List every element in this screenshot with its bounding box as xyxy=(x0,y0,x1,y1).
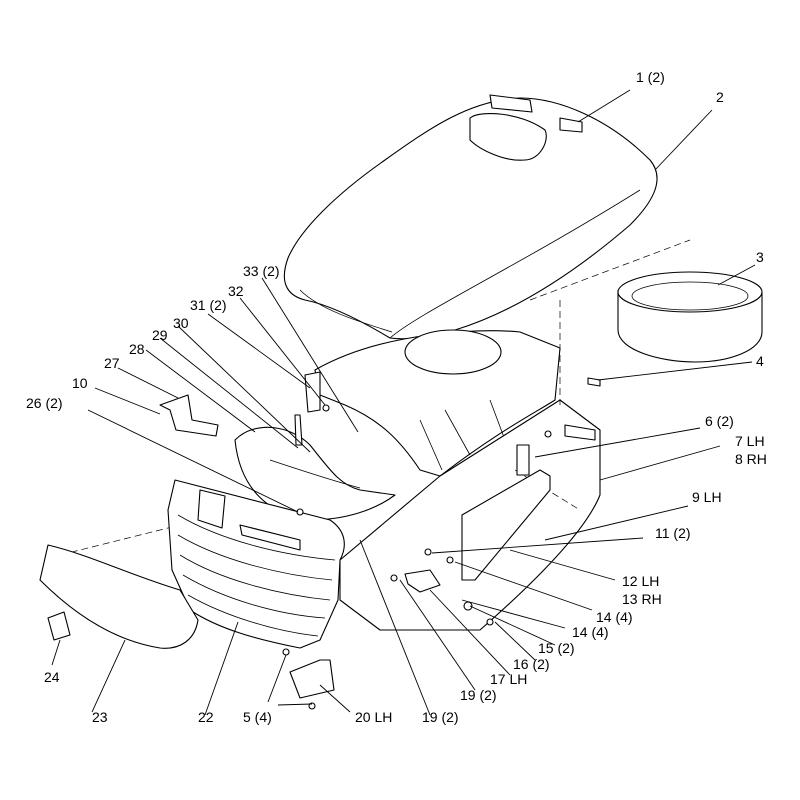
callout-28: 28 xyxy=(129,341,145,357)
bracket-part xyxy=(159,394,219,437)
emblem-part xyxy=(47,611,71,641)
pad-part xyxy=(516,444,530,476)
callout-2: 2 xyxy=(716,89,724,105)
callout-14b: 14 (4) xyxy=(572,624,609,640)
dash-panel xyxy=(314,329,601,631)
callout-24: 24 xyxy=(44,669,60,685)
bolt-15 xyxy=(486,618,494,626)
callout-32: 32 xyxy=(228,283,244,299)
callout-29: 29 xyxy=(152,327,168,343)
callout-22: 22 xyxy=(198,709,214,725)
latch-part xyxy=(294,414,303,446)
callout-31: 31 (2) xyxy=(190,297,227,313)
callout-19a: 19 (2) xyxy=(460,687,497,703)
bolt-5-top xyxy=(282,648,290,656)
callout-19b: 19 (2) xyxy=(422,709,459,725)
hood-part xyxy=(283,94,658,340)
callout-23: 23 xyxy=(92,709,108,725)
callout-1: 1 (2) xyxy=(636,69,665,85)
fastener-6 xyxy=(544,430,552,438)
bolt-19 xyxy=(390,574,398,582)
callout-33: 33 (2) xyxy=(243,263,280,279)
callout-11: 11 (2) xyxy=(655,525,691,541)
callout-15: 15 (2) xyxy=(538,640,575,656)
callout-27: 27 xyxy=(104,355,120,371)
side-panel-part xyxy=(461,469,551,581)
mount-bracket-part xyxy=(289,659,335,699)
bolt-part xyxy=(587,377,601,387)
callout-4: 4 xyxy=(756,353,764,369)
callout-12: 12 LH xyxy=(622,573,659,589)
callout-5: 5 (4) xyxy=(243,709,272,725)
bolt-11 xyxy=(424,548,432,556)
screw-part xyxy=(322,404,330,412)
clip-part xyxy=(304,371,321,413)
callout-9: 9 LH xyxy=(692,489,722,505)
callout-8: 8 RH xyxy=(735,451,767,467)
callout-20: 20 LH xyxy=(355,709,392,725)
leader-lines xyxy=(51,89,756,716)
callout-3: 3 xyxy=(756,249,764,265)
callout-7: 7 LH xyxy=(735,433,765,449)
grille-part xyxy=(167,479,345,649)
callout-13: 13 RH xyxy=(622,591,662,607)
callout-labels: 1 (2) 2 3 4 5 (4) 6 (2) 7 LH 8 RH 9 LH 1… xyxy=(26,69,767,725)
callout-10: 10 xyxy=(72,375,88,391)
ring-part xyxy=(617,271,763,363)
callout-17: 17 LH xyxy=(490,671,527,687)
callout-26: 26 (2) xyxy=(26,395,63,411)
bolt-5-bottom xyxy=(308,702,316,710)
callout-6: 6 (2) xyxy=(705,413,734,429)
nut-14 xyxy=(446,556,454,564)
callout-30: 30 xyxy=(173,315,189,331)
bumper-part xyxy=(39,544,199,649)
lh-bracket-part xyxy=(404,569,441,593)
callout-14a: 14 (4) xyxy=(596,609,633,625)
callout-16: 16 (2) xyxy=(513,656,550,672)
